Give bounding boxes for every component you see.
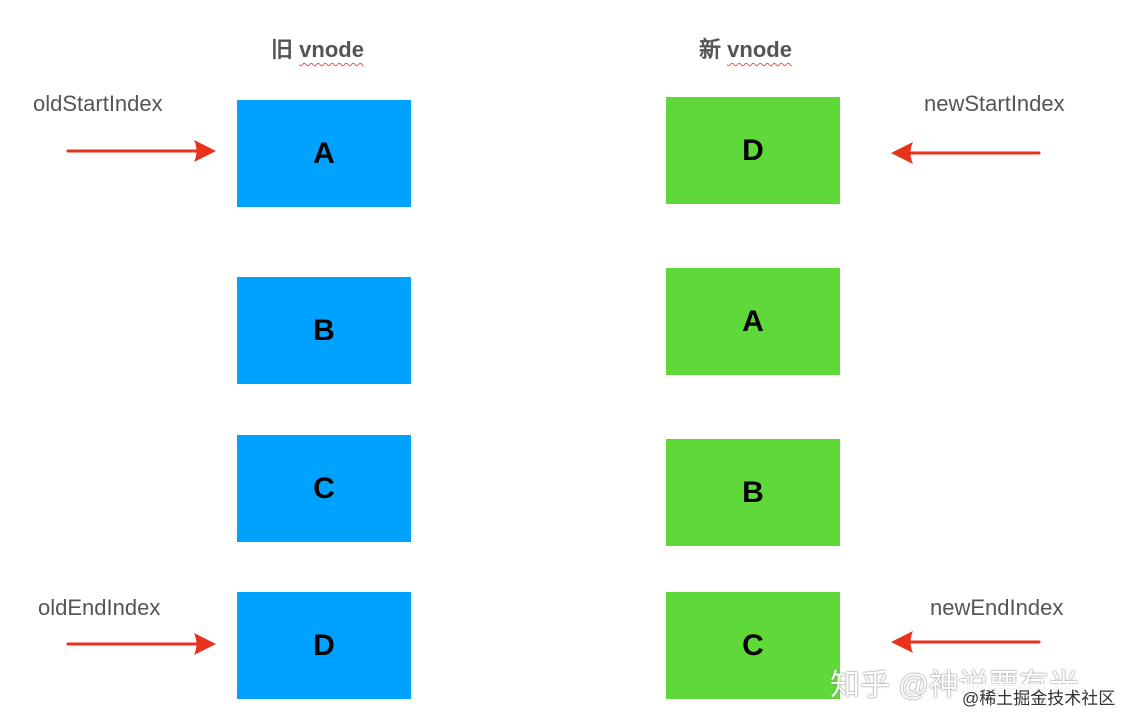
- new-vnode-title: 新 vnode: [699, 32, 792, 64]
- old-end-arrow-icon: [66, 633, 216, 655]
- new-title-word: vnode: [727, 37, 792, 62]
- old-node-1: B: [237, 277, 411, 384]
- old-vnode-title: 旧 vnode: [271, 32, 364, 64]
- new-node-2: B: [666, 439, 840, 546]
- old-title-prefix: 旧: [271, 37, 294, 62]
- new-start-arrow-icon: [891, 142, 1041, 164]
- old-node-2: C: [237, 435, 411, 542]
- old-start-index-label: oldStartIndex: [33, 91, 163, 116]
- new-end-index-label: newEndIndex: [930, 595, 1064, 620]
- old-end-index-label: oldEndIndex: [38, 595, 161, 620]
- new-title-prefix: 新: [699, 37, 722, 62]
- new-end-arrow-icon: [891, 631, 1041, 653]
- new-start-index-label: newStartIndex: [924, 91, 1065, 116]
- new-node-3: C: [666, 592, 840, 699]
- old-node-3: D: [237, 592, 411, 699]
- old-title-word: vnode: [299, 37, 364, 62]
- old-node-0: A: [237, 100, 411, 207]
- juejin-watermark: @稀土掘金技术社区: [958, 684, 1120, 709]
- new-node-0: D: [666, 97, 840, 204]
- old-start-arrow-icon: [66, 140, 216, 162]
- new-node-1: A: [666, 268, 840, 375]
